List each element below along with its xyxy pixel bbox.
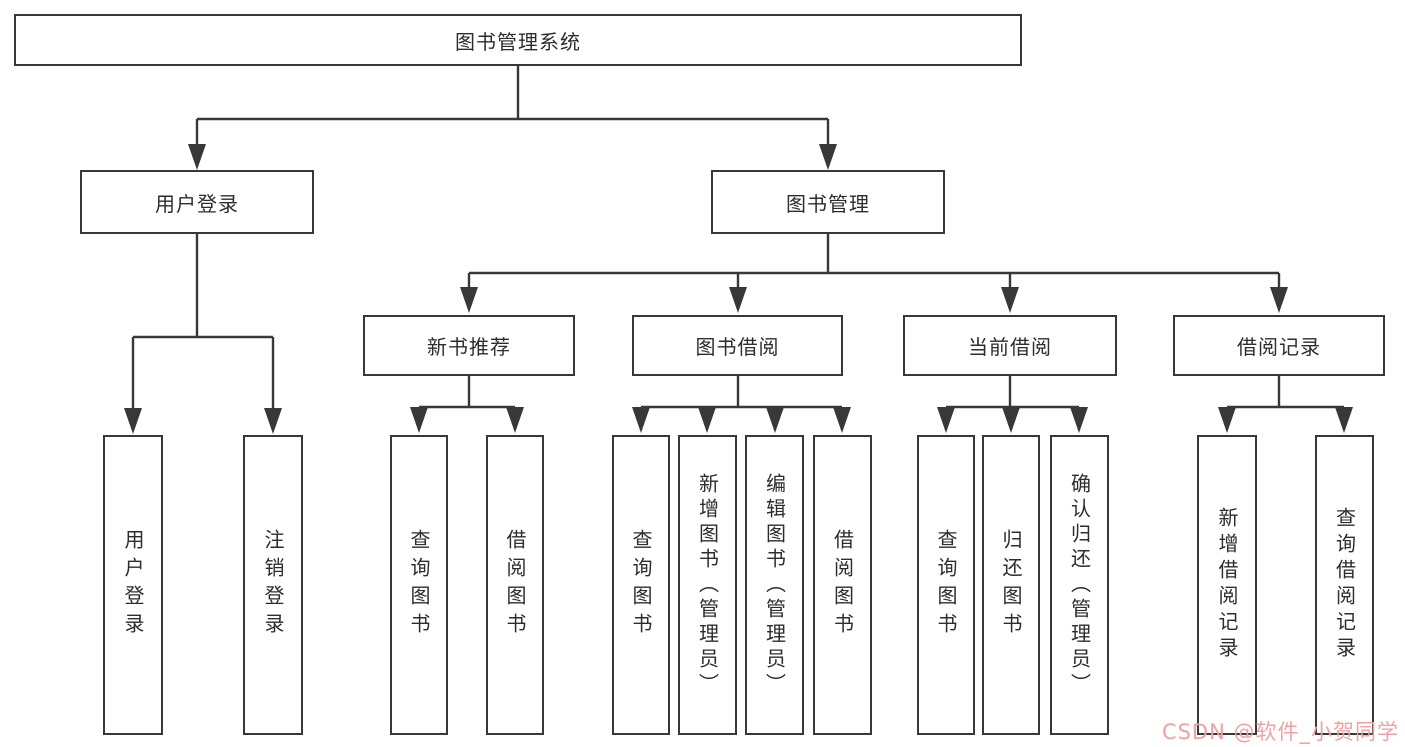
node-current-borrowing: 当前借阅 [903,315,1117,376]
node-borrowing-records: 借阅记录 [1173,315,1385,376]
leaf-query-books-borrowing: 查询图书 [612,435,670,735]
node-user-login-module: 用户登录 [80,170,314,234]
leaf-add-borrow-record: 新增借阅记录 [1197,435,1257,735]
leaf-return-books: 归还图书 [982,435,1040,735]
leaf-borrow-books-borrowing: 借阅图书 [813,435,872,735]
node-new-book-recommendation: 新书推荐 [363,315,575,376]
node-book-management-module: 图书管理 [711,170,945,234]
leaf-query-borrow-record: 查询借阅记录 [1315,435,1374,735]
leaf-edit-books-admin: 编辑图书（管理员） [745,435,804,735]
node-root-system: 图书管理系统 [14,14,1022,66]
csdn-watermark: CSDN @软件_小贺同学 [1161,720,1399,744]
leaf-user-login: 用户登录 [103,435,163,735]
leaf-logout: 注销登录 [243,435,303,735]
leaf-confirm-return-admin: 确认归还（管理员） [1050,435,1109,735]
leaf-query-books-recommend: 查询图书 [390,435,448,735]
leaf-add-books-admin: 新增图书（管理员） [678,435,737,735]
leaf-query-books-current: 查询图书 [917,435,975,735]
leaf-borrow-books-recommend: 借阅图书 [486,435,544,735]
node-book-borrowing: 图书借阅 [632,315,843,376]
